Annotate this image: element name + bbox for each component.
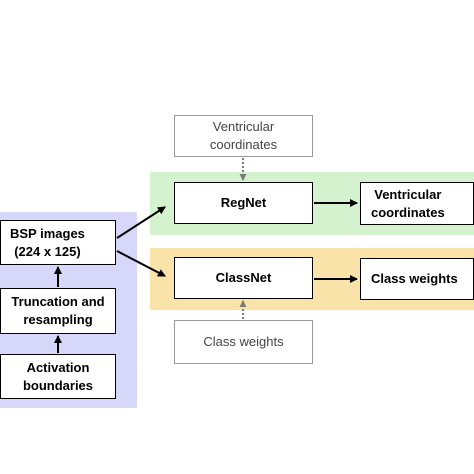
bsp-images-node: BSP images (224 x 125) [0,220,116,265]
truncation-resampling-node: Truncation and resampling [0,288,116,334]
class-weights-input-label: Class weights [203,334,284,349]
ventricular-coordinates-output-node: Ventricular coordinates [360,182,474,225]
class-weights-output-node: Class weights [360,258,474,300]
classnet-label: ClassNet [215,270,272,285]
ventricular-coordinates-output-label: Ventricular coordinates [371,186,445,220]
class-weights-input-node: Class weights [174,320,313,364]
bsp-images-label: BSP images (224 x 125) [10,225,85,259]
class-weights-output-label: Class weights [371,271,458,286]
activation-boundaries-label: Activation boundaries [22,359,94,393]
regnet-label: RegNet [220,195,267,210]
activation-boundaries-node: Activation boundaries [0,354,116,399]
ventricular-coordinates-input-node: Ventricular coordinates [174,115,313,157]
truncation-resampling-label: Truncation and resampling [11,294,105,327]
classnet-node: ClassNet [174,257,313,299]
ventricular-coordinates-input-label: Ventricular coordinates [209,119,278,152]
regnet-node: RegNet [174,182,313,224]
